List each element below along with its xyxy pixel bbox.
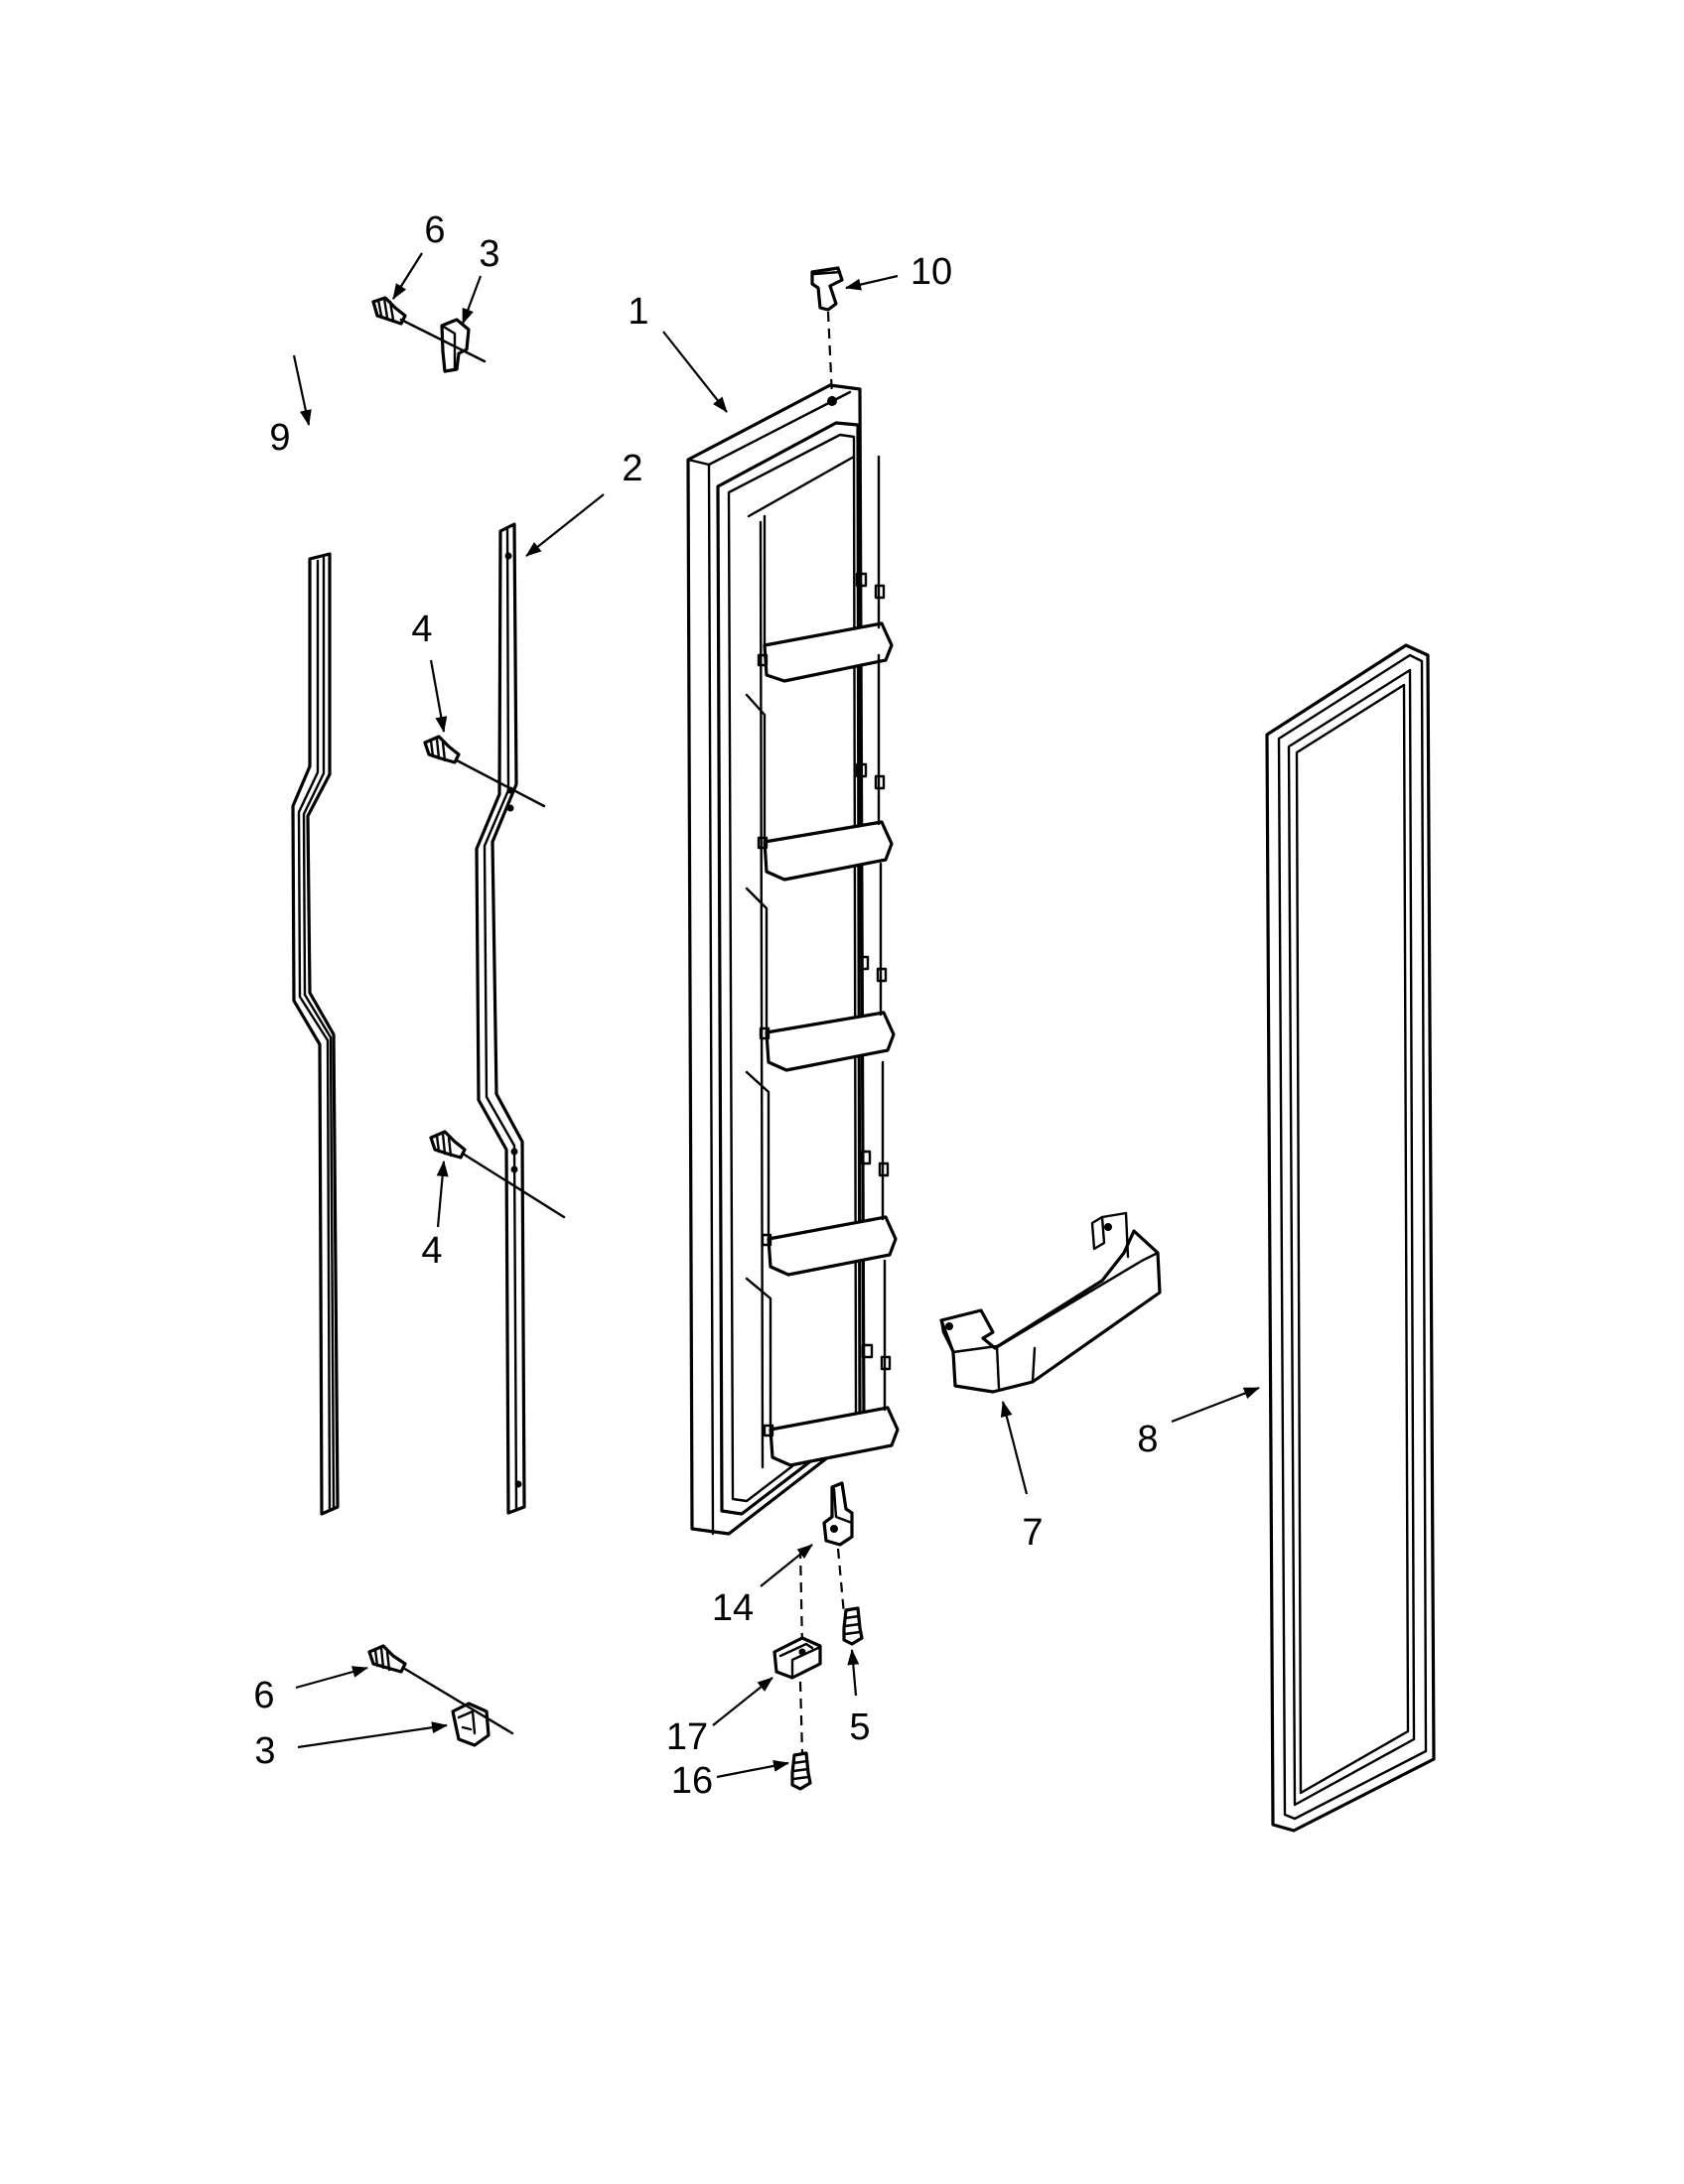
lower-hinge-block-part — [772, 1636, 822, 1680]
door-gasket-part — [1265, 643, 1436, 1833]
callout-1: 1 — [628, 291, 648, 333]
callout-5: 5 — [849, 1706, 870, 1748]
callout-2: 2 — [622, 448, 642, 489]
door-top-plug-part — [810, 266, 844, 312]
hinge-pin-screw-part — [842, 1606, 864, 1646]
callout-17: 17 — [666, 1716, 708, 1758]
hinge-block-screw-part — [790, 1751, 812, 1791]
door-shelf-bin-5 — [745, 1259, 900, 1467]
trim-screw-upper-part — [423, 735, 461, 764]
door-seal-strip-part — [291, 552, 340, 1516]
door-handle-bin-part — [939, 1211, 1162, 1394]
leader-lines — [292, 252, 1260, 1779]
callout-8: 8 — [1137, 1419, 1158, 1460]
door-shelf-bin-1 — [763, 455, 894, 683]
door-shelf-bin-4 — [745, 1060, 898, 1277]
door-trim-rail-part — [475, 522, 526, 1515]
callout-4-lower: 4 — [421, 1230, 442, 1272]
door-shelf-bin-2 — [745, 653, 894, 882]
callout-14: 14 — [712, 1587, 754, 1629]
trim-screw-lower-part — [429, 1130, 467, 1160]
callout-16: 16 — [671, 1760, 713, 1802]
callout-labels: 6 3 10 1 9 2 4 4 8 7 14 5 17 16 6 3 — [253, 209, 1158, 1802]
callout-6-top: 6 — [424, 209, 445, 251]
callout-7: 7 — [1022, 1512, 1043, 1554]
callout-9: 9 — [269, 417, 290, 459]
hinge-pin-part — [822, 1481, 854, 1547]
callout-10: 10 — [911, 251, 952, 293]
door-shelf-bin-3 — [745, 862, 896, 1072]
callout-6-bottom: 6 — [253, 1675, 274, 1716]
callout-4-upper: 4 — [411, 609, 432, 650]
freezer-door-assembly-part — [686, 383, 900, 1536]
lower-hinge-screw-part — [367, 1644, 407, 1674]
callout-3-bottom: 3 — [254, 1730, 275, 1772]
lower-hinge-bracket-part — [451, 1702, 491, 1747]
callout-3-top: 3 — [479, 233, 499, 275]
